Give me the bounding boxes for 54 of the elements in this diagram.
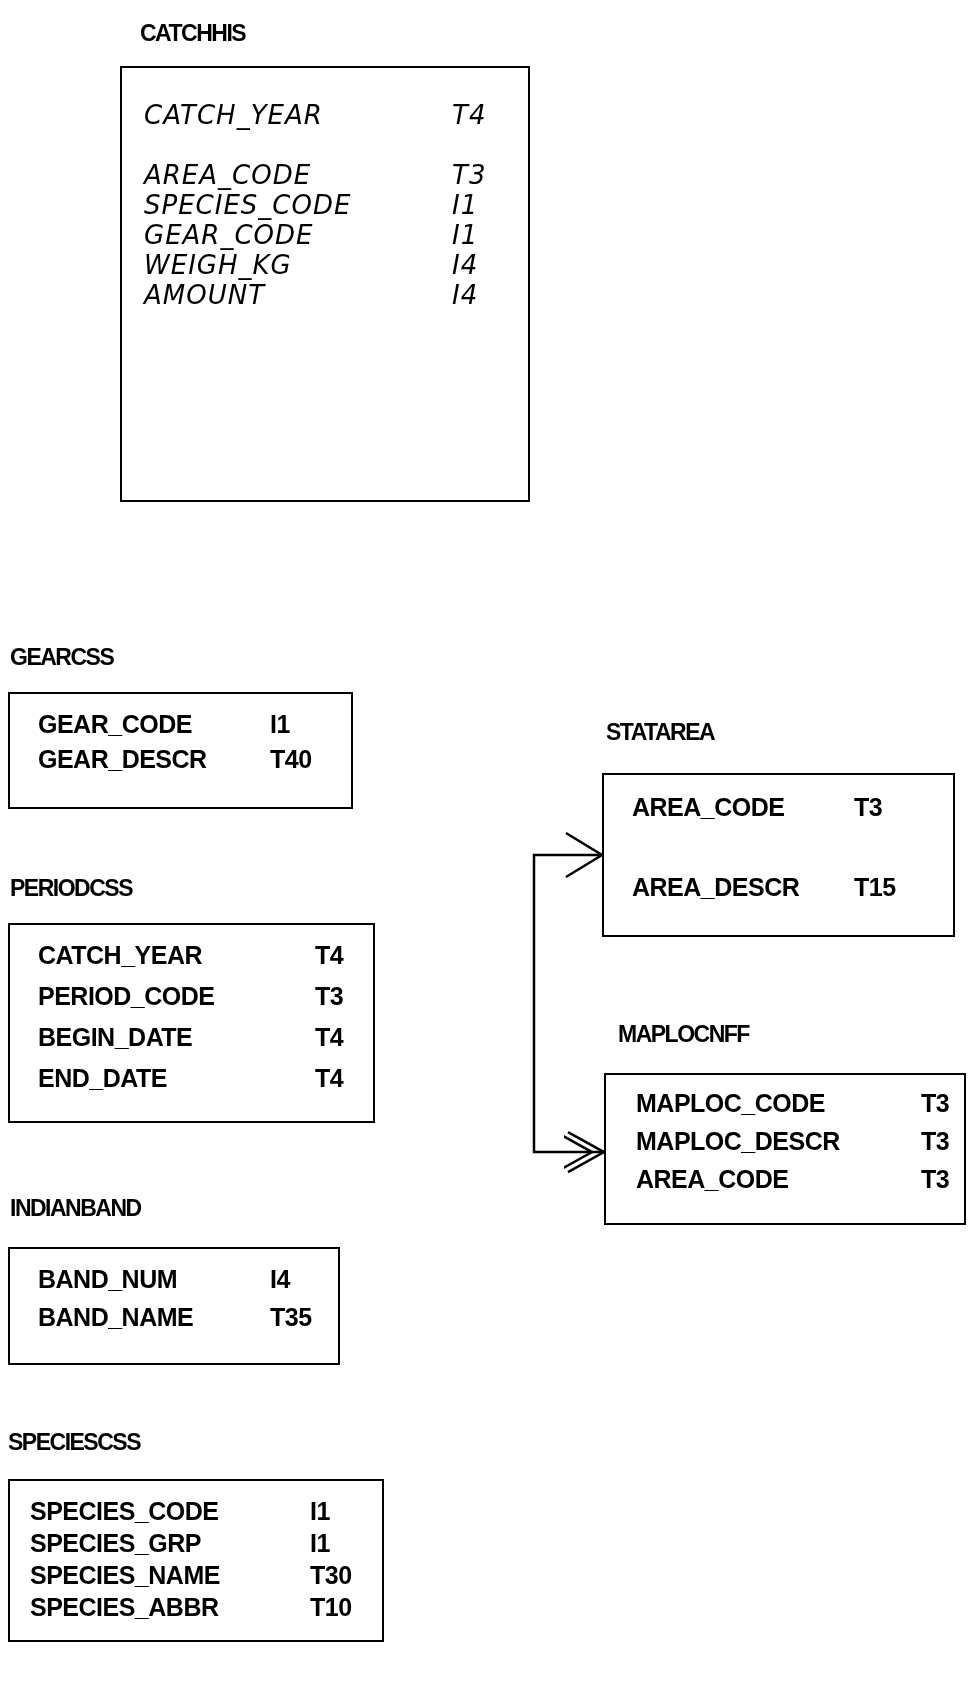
field-type: T10 xyxy=(310,1595,352,1620)
field-name: AREA_CODE xyxy=(632,795,785,820)
table-title: MAPLOCNFF xyxy=(618,1023,749,1046)
field-name: BAND_NUM xyxy=(38,1267,178,1292)
table-title: PERIODCSS xyxy=(10,877,132,900)
field-name: SPECIES_NAME xyxy=(30,1563,220,1588)
field-type: T4 xyxy=(315,1025,344,1050)
table-title: INDIANBAND xyxy=(10,1197,141,1220)
field-type: T3 xyxy=(921,1167,950,1192)
field-name: WEIGH_KG xyxy=(144,252,292,278)
field-name: AREA_DESCR xyxy=(632,875,800,900)
field-name: CATCH_YEAR xyxy=(38,943,202,968)
field-type: I1 xyxy=(452,222,479,248)
field-name: BEGIN_DATE xyxy=(38,1025,193,1050)
field-name: GEAR_CODE xyxy=(144,222,314,248)
field-type: I4 xyxy=(270,1267,290,1292)
field-name: AREA_CODE xyxy=(636,1167,789,1192)
field-type: T4 xyxy=(315,1066,344,1091)
field-name: GEAR_CODE xyxy=(38,712,192,737)
field-name: MAPLOC_CODE xyxy=(636,1091,825,1116)
table-title: GEARCSS xyxy=(10,646,114,669)
field-type: I4 xyxy=(452,252,479,278)
field-type: T3 xyxy=(854,795,883,820)
field-type: T4 xyxy=(315,943,344,968)
field-name: PERIOD_CODE xyxy=(38,984,215,1009)
field-type: T15 xyxy=(854,875,896,900)
field-type: T3 xyxy=(452,162,487,188)
field-name: SPECIES_CODE xyxy=(144,192,352,218)
field-type: T3 xyxy=(921,1091,950,1116)
field-name: BAND_NAME xyxy=(38,1305,194,1330)
table-title: STATAREA xyxy=(606,721,715,744)
field-type: T30 xyxy=(310,1563,352,1588)
field-type: T40 xyxy=(270,747,312,772)
field-type: I4 xyxy=(452,282,479,308)
table-title: SPECIESCSS xyxy=(8,1431,140,1454)
field-type: T3 xyxy=(315,984,344,1009)
field-name: SPECIES_ABBR xyxy=(30,1595,219,1620)
field-type: I1 xyxy=(270,712,290,737)
field-name: MAPLOC_DESCR xyxy=(636,1129,840,1154)
field-type: I1 xyxy=(310,1531,330,1556)
field-type: T35 xyxy=(270,1305,312,1330)
field-type: T3 xyxy=(921,1129,950,1154)
field-name: SPECIES_CODE xyxy=(30,1499,219,1524)
field-name: GEAR_DESCR xyxy=(38,747,207,772)
field-name: SPECIES_GRP xyxy=(30,1531,201,1556)
table-title: CATCHHIS xyxy=(140,22,246,45)
field-name: END_DATE xyxy=(38,1066,167,1091)
relationship-connector xyxy=(532,831,606,1174)
field-type: I1 xyxy=(310,1499,330,1524)
field-name: AREA_CODE xyxy=(144,162,312,188)
field-type: I1 xyxy=(452,192,479,218)
field-name: AMOUNT xyxy=(144,282,266,308)
field-name: CATCH_YEAR xyxy=(144,102,323,128)
field-type: T4 xyxy=(452,102,487,128)
